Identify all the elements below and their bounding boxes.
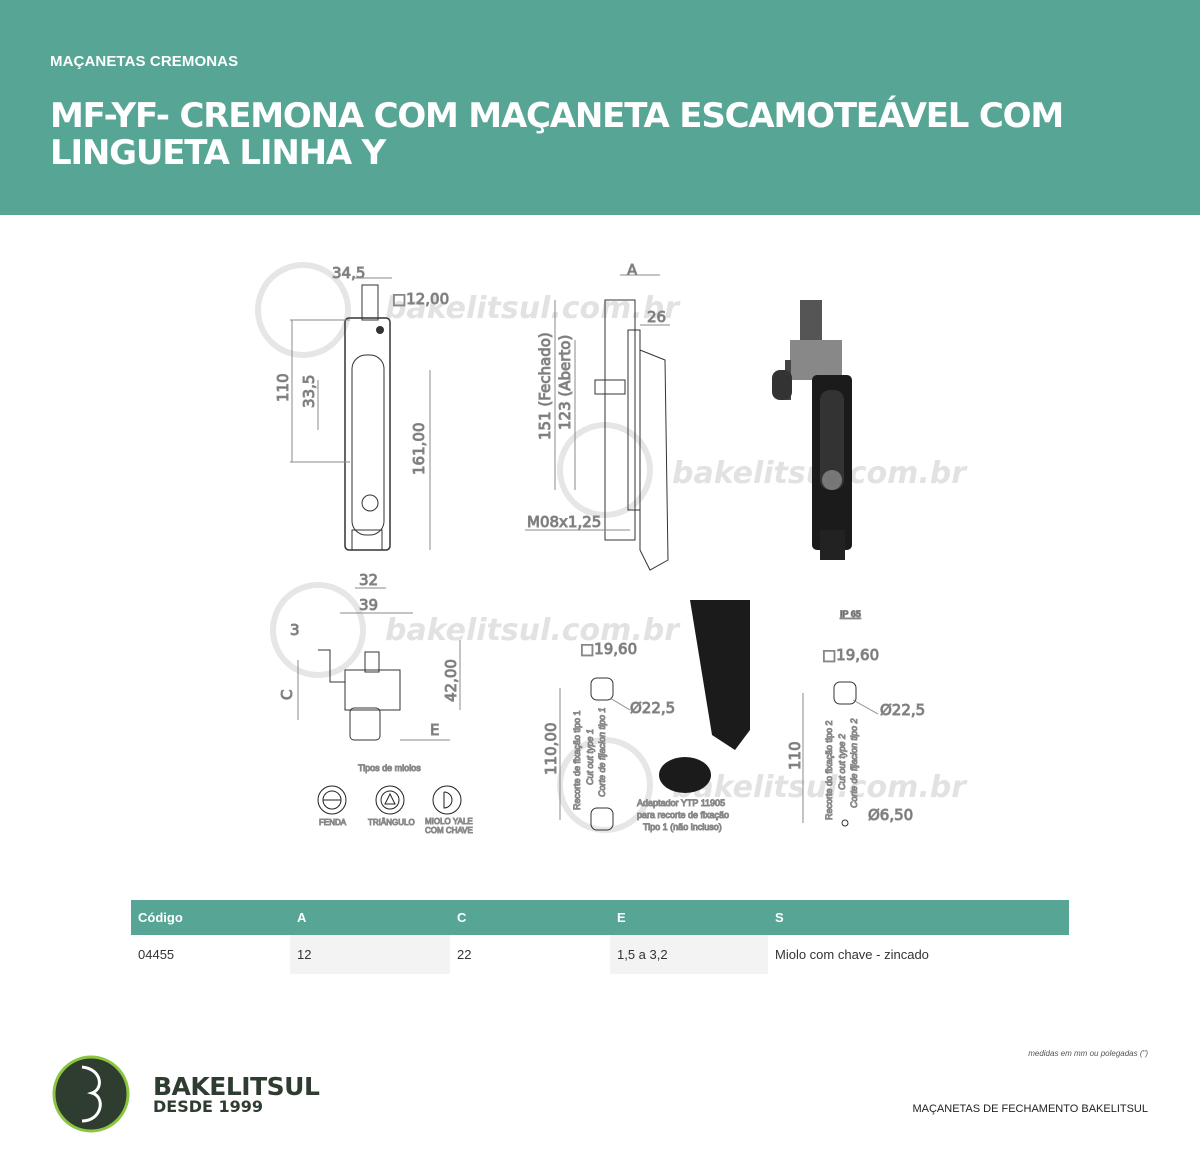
col-header-c: C	[450, 900, 610, 935]
brand-name: BAKELITSUL	[153, 1072, 320, 1101]
svg-text:Recorte do fixação tipo 2: Recorte do fixação tipo 2	[824, 720, 834, 820]
ip-rating: IP 65	[840, 609, 861, 619]
svg-text:Ø22,5: Ø22,5	[630, 699, 675, 717]
svg-text:Recorte de fixação tipo 1: Recorte de fixação tipo 1	[572, 710, 582, 810]
svg-text:151 (Fechado): 151 (Fechado)	[536, 332, 554, 440]
svg-text:bakelitsul.com.br: bakelitsul.com.br	[385, 613, 681, 648]
svg-text:110: 110	[274, 373, 292, 402]
svg-text:123 (Aberto): 123 (Aberto)	[556, 335, 574, 430]
cell-codigo: 04455	[138, 947, 175, 962]
svg-text:26: 26	[647, 308, 666, 326]
svg-text:3: 3	[290, 621, 300, 639]
svg-text:42,00: 42,00	[442, 659, 460, 702]
col-header-codigo: Código	[131, 900, 290, 935]
cutout-type-1	[559, 600, 750, 831]
svg-text:□12,00: □12,00	[392, 290, 449, 308]
svg-text:Corte de fijacion tipo 2: Corte de fijacion tipo 2	[849, 718, 859, 808]
svg-text:FENDA: FENDA	[319, 818, 347, 827]
cell-s: Miolo com chave - zincado	[775, 947, 929, 962]
svg-text:A: A	[627, 261, 638, 279]
side-view	[525, 274, 670, 571]
svg-text:Adaptador YTP 11905: Adaptador YTP 11905	[637, 798, 725, 808]
svg-text:Ø6,50: Ø6,50	[868, 806, 913, 824]
svg-text:Corte de fijacion tipo 1: Corte de fijacion tipo 1	[597, 707, 607, 797]
category-label: MAÇANETAS CREMONAS	[50, 53, 239, 70]
svg-text:Tipo 1 (não incluso): Tipo 1 (não incluso)	[643, 822, 722, 832]
bakelitsul-logo	[52, 1055, 130, 1133]
page-title: MF-YF- CREMONA COM MAÇANETA ESCAMOTEÁVEL…	[50, 96, 1064, 173]
bottom-view	[297, 640, 461, 741]
table-row: 04455 12 22 1,5 a 3,2 Miolo com chave - …	[131, 935, 1069, 974]
svg-text:□19,60: □19,60	[822, 646, 879, 664]
cell-c: 22	[457, 947, 472, 962]
col-header-e: E	[610, 900, 768, 935]
units-note: medidas em mm ou polegadas (")	[1028, 1049, 1148, 1058]
svg-text:110,00: 110,00	[542, 723, 560, 776]
product-photo	[772, 300, 852, 560]
miolo-icons	[317, 785, 462, 815]
svg-text:MIOLO YALE: MIOLO YALE	[425, 817, 473, 826]
svg-text:Cut out type 1: Cut out type 1	[585, 729, 595, 785]
col-header-s: S	[768, 900, 1069, 935]
svg-text:39: 39	[359, 596, 378, 614]
page-header: MAÇANETAS CREMONAS MF-YF- CREMONA COM MA…	[0, 0, 1200, 215]
svg-text:34,5: 34,5	[332, 264, 365, 282]
svg-text:M08x1,25: M08x1,25	[527, 513, 601, 531]
svg-text:COM CHAVE: COM CHAVE	[425, 826, 473, 835]
svg-text:para recorte de fixação: para recorte de fixação	[637, 810, 729, 820]
specs-table: Código A C E S 04455 12 22 1,5 a 3,2 Mio…	[131, 900, 1069, 974]
svg-text:C: C	[278, 690, 296, 700]
technical-drawing: bakelitsul.com.br bakelitsul.com.br bake…	[255, 261, 968, 836]
cutout-type-2	[802, 681, 879, 827]
col-header-a: A	[290, 900, 450, 935]
cell-e: 1,5 a 3,2	[610, 935, 768, 974]
cell-a: 12	[290, 935, 450, 974]
svg-text:□19,60: □19,60	[580, 640, 637, 658]
svg-text:161,00: 161,00	[410, 423, 428, 476]
svg-text:Cut out type 2: Cut out type 2	[837, 734, 847, 790]
brand-since: DESDE 1999	[153, 1097, 264, 1116]
miolos-title: Tipos de miolos	[358, 763, 421, 773]
svg-text:bakelitsul.com.br: bakelitsul.com.br	[672, 770, 968, 805]
svg-text:Ø22,5: Ø22,5	[880, 701, 925, 719]
svg-text:E: E	[430, 721, 439, 739]
svg-text:32: 32	[359, 571, 378, 589]
svg-text:33,5: 33,5	[300, 375, 318, 408]
front-view	[290, 277, 431, 614]
svg-text:TRIÂNGULO: TRIÂNGULO	[368, 818, 415, 827]
footer-tagline: MAÇANETAS DE FECHAMENTO BAKELITSUL	[912, 1103, 1148, 1115]
watermark: bakelitsul.com.br bakelitsul.com.br bake…	[255, 262, 968, 833]
svg-text:bakelitsul.com.br: bakelitsul.com.br	[385, 291, 681, 326]
svg-text:110: 110	[786, 741, 804, 770]
